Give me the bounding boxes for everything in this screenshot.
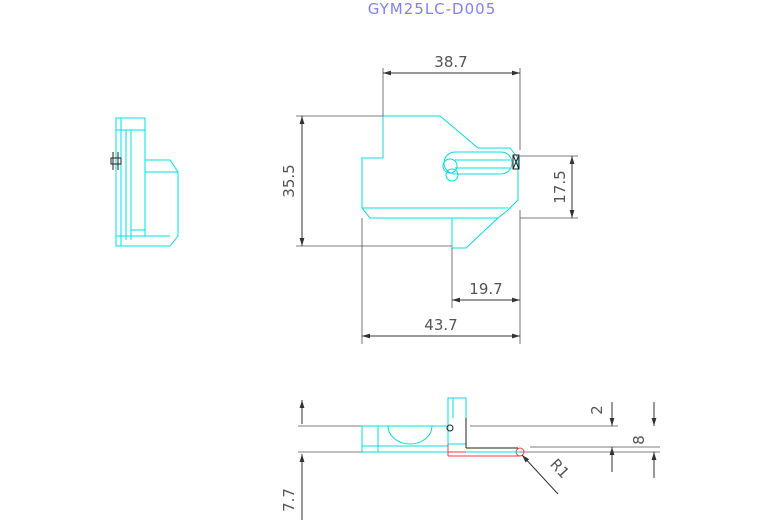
dim-right-height-label: 17.5 (551, 170, 569, 203)
dim-bottom-width: 43.7 (361, 218, 520, 344)
dim-top-width-label: 38.7 (434, 53, 467, 71)
dim-top-width: 38.7 (382, 53, 521, 150)
dim-side-depth: 7.7 (280, 400, 305, 520)
front-view (361, 115, 520, 249)
drawing-title: GYM25LC-D005 (368, 0, 497, 18)
bottom-side-view (298, 397, 660, 457)
dim-bottom-width-label: 43.7 (424, 316, 457, 334)
dim-height-label: 35.5 (280, 164, 298, 197)
dim-radius: R1 (521, 454, 573, 495)
dim-bottom-inner-label: 19.7 (469, 280, 502, 298)
left-side-view (110, 117, 179, 247)
dim-side-depth-label: 7.7 (280, 488, 298, 512)
dim-side-top-label: 2 (588, 405, 606, 415)
dim-side-total-label: 8 (630, 435, 648, 445)
dim-right-height: 17.5 (520, 155, 578, 219)
dim-height: 35.5 (280, 115, 452, 247)
dim-side-top: 2 (588, 402, 615, 472)
dim-bottom-inner: 19.7 (451, 210, 521, 344)
dim-side-total: 8 (630, 402, 657, 478)
dim-radius-label: R1 (546, 455, 573, 482)
